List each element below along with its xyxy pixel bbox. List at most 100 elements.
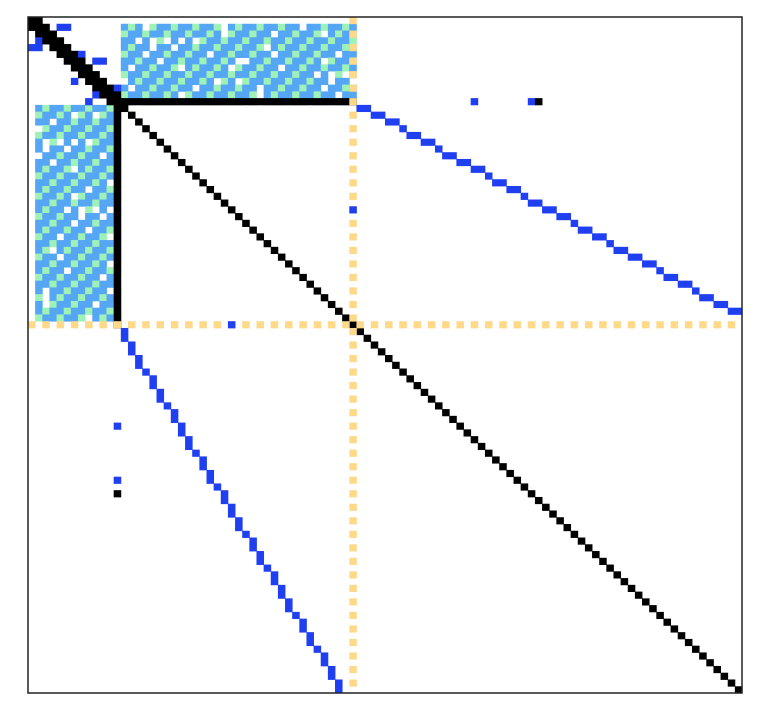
matrix-cell [42, 260, 50, 268]
matrix-cell [99, 138, 107, 146]
matrix-cell [163, 71, 172, 79]
matrix-cell [35, 165, 43, 173]
matrix-cell [42, 199, 50, 207]
matrix-cell [263, 84, 272, 92]
matrix-cell [49, 199, 57, 207]
matrix-cell [327, 91, 336, 99]
matrix-cell [156, 395, 165, 403]
matrix-cell [99, 57, 107, 65]
matrix-cell [92, 307, 100, 315]
matrix-cell [320, 44, 329, 52]
matrix-cell [85, 118, 93, 126]
matrix-cell [192, 449, 200, 457]
matrix-cell [349, 463, 357, 471]
matrix-cell [49, 226, 57, 234]
matrix-cell [349, 152, 357, 160]
matrix-cell [177, 44, 186, 52]
matrix-cell [63, 165, 72, 173]
matrix-cell [113, 145, 122, 153]
matrix-cell [342, 314, 350, 322]
matrix-cell [63, 307, 72, 315]
matrix-cell [235, 37, 243, 45]
matrix-cell [484, 321, 493, 329]
matrix-cell [49, 314, 57, 322]
matrix-cell [70, 294, 79, 302]
matrix-cell [106, 84, 115, 92]
matrix-cell [56, 131, 65, 140]
matrix-cell [527, 321, 536, 329]
matrix-cell [392, 361, 400, 369]
matrix-cell [63, 179, 72, 187]
matrix-cell [106, 246, 115, 254]
matrix-cell [142, 368, 150, 376]
matrix-cell [28, 17, 36, 25]
matrix-cell [70, 179, 79, 187]
matrix-cell [306, 50, 314, 58]
matrix-cell [306, 84, 314, 92]
matrix-cell [92, 287, 100, 295]
matrix-cell [99, 314, 107, 322]
matrix-cell [292, 77, 300, 85]
matrix-cell [277, 71, 286, 79]
matrix-cell [85, 192, 93, 200]
matrix-cell [85, 219, 93, 227]
matrix-cell [606, 240, 614, 248]
matrix-cell [356, 321, 364, 329]
matrix-cell [192, 91, 200, 99]
matrix-cell [63, 213, 72, 221]
matrix-cell [335, 64, 343, 72]
matrix-cell [77, 314, 86, 322]
matrix-cell [63, 57, 72, 65]
matrix-cell [113, 314, 122, 322]
matrix-cell [349, 50, 357, 58]
matrix-cell [406, 131, 414, 140]
matrix-cell [63, 158, 72, 167]
matrix-cell [634, 591, 643, 599]
matrix-cell [499, 321, 507, 329]
matrix-cell [306, 91, 314, 99]
matrix-cell [192, 50, 200, 58]
matrix-cell [363, 104, 372, 113]
matrix-cell [106, 307, 115, 315]
matrix-cell [335, 686, 343, 694]
matrix-cell [349, 17, 357, 25]
matrix-cell [463, 429, 472, 437]
matrix-cell [599, 321, 607, 329]
matrix-cell [349, 246, 357, 254]
matrix-cell [242, 530, 250, 538]
matrix-cell [77, 226, 86, 234]
matrix-cell [49, 145, 57, 153]
matrix-cell [49, 186, 57, 194]
matrix-cell [335, 98, 343, 106]
matrix-cell [99, 145, 107, 153]
matrix-cell [256, 321, 265, 329]
matrix-cell [192, 172, 200, 180]
matrix-cell [349, 517, 357, 525]
matrix-cell [299, 30, 307, 38]
matrix-cell [127, 98, 136, 106]
matrix-cell [49, 192, 57, 200]
matrix-cell [349, 179, 357, 187]
matrix-cell [306, 77, 314, 85]
matrix-cell [35, 37, 43, 45]
matrix-cell [285, 605, 293, 613]
matrix-cell [63, 280, 72, 288]
matrix-cell [313, 44, 322, 52]
matrix-cell [42, 226, 50, 234]
matrix-cell [85, 71, 93, 79]
matrix-cell [142, 57, 150, 65]
matrix-cell [227, 503, 236, 511]
matrix-cell [92, 172, 100, 180]
matrix-cell [256, 64, 265, 72]
matrix-cell [249, 57, 257, 65]
matrix-cell [263, 64, 272, 72]
matrix-cell [149, 98, 157, 106]
matrix-cell [106, 213, 115, 221]
matrix-cell [113, 280, 122, 288]
matrix-cell [49, 165, 57, 173]
matrix-cell [56, 219, 65, 227]
matrix-cell [63, 260, 72, 268]
matrix-cell [70, 273, 79, 282]
matrix-cell [285, 98, 293, 106]
matrix-cell [256, 77, 265, 85]
